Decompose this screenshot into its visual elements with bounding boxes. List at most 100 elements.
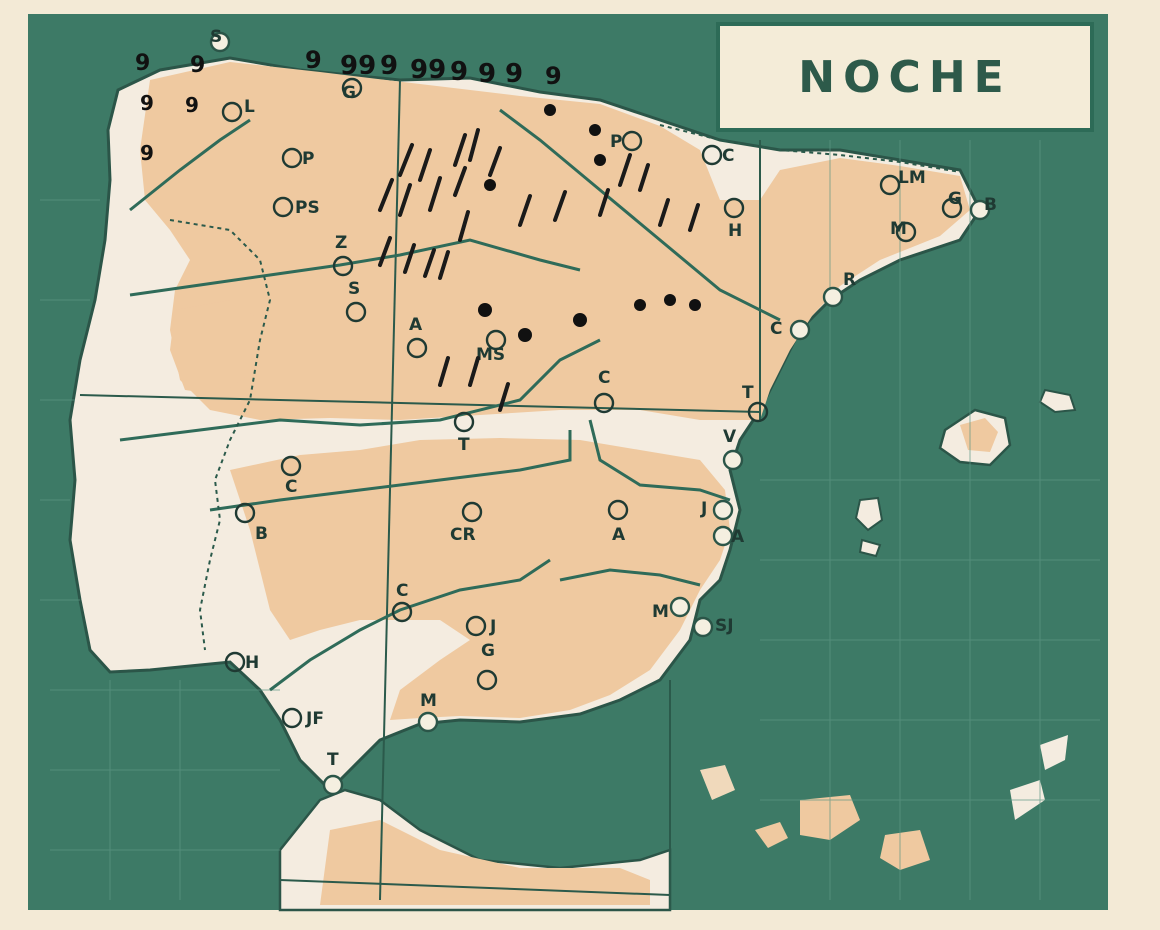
station-a: A <box>406 315 428 359</box>
river-jucar <box>588 419 731 502</box>
station-label: G <box>948 189 962 209</box>
portugal-border <box>169 219 272 651</box>
station-s: S <box>345 279 367 323</box>
station-t: T <box>742 383 769 423</box>
rain-stroke <box>688 203 700 232</box>
station-label: C <box>598 368 610 388</box>
rain-stroke <box>618 153 632 187</box>
station-marker <box>461 501 483 523</box>
rain-stroke <box>453 166 467 197</box>
station-marker <box>712 499 734 521</box>
station-label: G <box>481 641 495 661</box>
station-c: C <box>770 319 811 341</box>
station-label: S <box>348 279 360 299</box>
station-label: T <box>742 383 754 403</box>
station-marker <box>453 411 475 433</box>
river-mino <box>129 118 251 212</box>
station-s: S <box>209 27 231 53</box>
station-marker <box>272 196 294 218</box>
station-label: JF <box>305 709 324 729</box>
rain-area-shading-south <box>230 438 730 720</box>
river-tajo <box>119 338 601 442</box>
station-marker <box>209 31 231 53</box>
station-a: A <box>607 499 629 545</box>
station-j: J <box>700 499 734 521</box>
station-label: B <box>984 195 997 215</box>
station-marker <box>895 221 917 243</box>
river-duero <box>129 238 581 297</box>
station-cr: CR <box>450 501 483 545</box>
rain-mark: 9 <box>380 51 398 81</box>
rain-stroke <box>428 176 442 212</box>
station-b: B <box>234 502 268 544</box>
station-ps: PS <box>272 196 320 218</box>
station-label: A <box>409 315 423 335</box>
station-marker <box>224 651 246 673</box>
rain-mark: 9 <box>478 59 496 89</box>
station-marker <box>747 401 769 423</box>
rain-dot <box>689 299 701 311</box>
rain-stroke <box>553 190 567 222</box>
station-m: M <box>890 219 917 243</box>
station-marker <box>593 392 615 414</box>
rain-stroke <box>398 183 412 217</box>
station-label: MS <box>476 345 505 365</box>
station-v: V <box>722 427 744 471</box>
station-label: M <box>420 691 437 711</box>
station-label: C <box>722 146 734 166</box>
rain-dot <box>484 179 496 191</box>
station-b: B <box>969 195 997 221</box>
station-label: J <box>700 499 707 519</box>
station-marker <box>712 525 734 547</box>
rain-mark: 9 <box>305 46 322 74</box>
station-r: R <box>822 270 856 308</box>
station-marker <box>465 615 487 637</box>
station-marker <box>417 711 439 733</box>
canary-island-6 <box>1040 735 1068 770</box>
station-t: T <box>453 411 475 455</box>
rain-stroke <box>468 356 480 387</box>
station-m: M <box>417 691 439 733</box>
rain-mark: 99 <box>410 55 446 85</box>
station-z: Z <box>332 233 354 277</box>
map-title-box: NOCHE <box>716 22 1094 132</box>
rain-stroke <box>458 210 470 242</box>
rain-stroke <box>403 243 416 274</box>
rain-dot <box>573 313 587 327</box>
station-marker <box>822 286 844 308</box>
station-label: G <box>342 83 356 103</box>
rain-stroke <box>468 128 480 162</box>
station-marker <box>723 197 745 219</box>
grid-horizontal-2 <box>279 879 671 896</box>
station-lm: LM <box>879 168 926 196</box>
rain-mark: 9 <box>140 91 154 115</box>
station-marker <box>969 199 991 221</box>
rain-stroke <box>418 148 432 182</box>
station-marker <box>332 255 354 277</box>
station-g: G <box>476 641 498 691</box>
rain-stroke <box>438 356 450 387</box>
canary-island-1 <box>700 765 735 800</box>
station-label: SJ <box>715 616 734 636</box>
rain-mark: 99 <box>340 51 376 81</box>
station-label: S <box>210 27 222 47</box>
station-c: C <box>593 368 615 414</box>
station-label: LM <box>898 168 926 188</box>
station-marker <box>406 337 428 359</box>
rain-mark: 9 <box>135 51 150 76</box>
grid-horizontal-1 <box>79 394 761 413</box>
station-h: H <box>723 197 745 241</box>
river-guadalquivir <box>269 558 551 692</box>
station-m: M <box>652 596 691 622</box>
rain-stroke <box>378 236 392 267</box>
station-j: J <box>465 615 496 637</box>
rain-dot <box>544 104 556 116</box>
station-marker <box>221 101 243 123</box>
river-guadiana <box>209 430 572 512</box>
rain-stroke <box>638 163 650 192</box>
balearic-formentera <box>858 538 882 558</box>
station-label: A <box>612 525 626 545</box>
rain-stroke <box>498 382 510 412</box>
